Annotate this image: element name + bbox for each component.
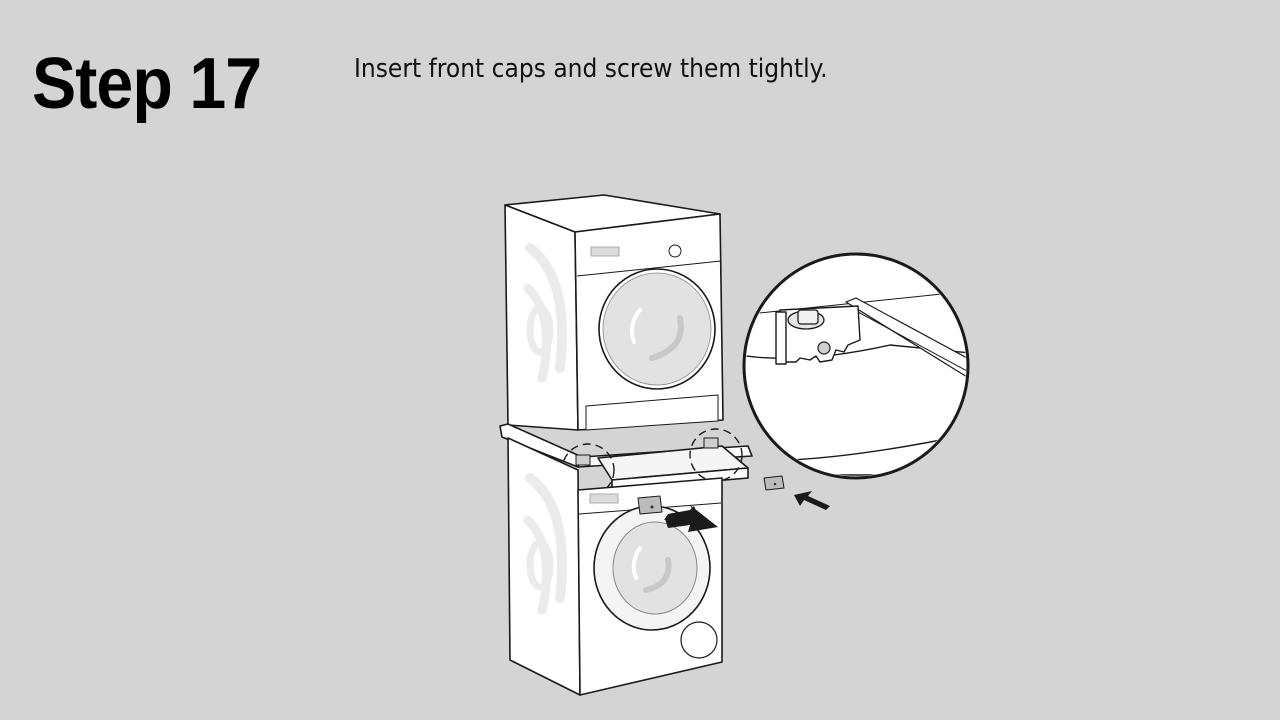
dryer-unit bbox=[504, 194, 724, 431]
stacking-kit-drawer bbox=[499, 423, 753, 497]
washer-unit bbox=[507, 437, 723, 696]
front-cap-inserted bbox=[637, 495, 663, 515]
front-cap-loose bbox=[763, 475, 785, 491]
step-title: Step 17 bbox=[32, 44, 262, 124]
step-instruction: Insert front caps and screw them tightly… bbox=[354, 54, 828, 84]
detail-magnifier bbox=[742, 252, 970, 480]
direction-arrow-icon bbox=[794, 491, 830, 510]
